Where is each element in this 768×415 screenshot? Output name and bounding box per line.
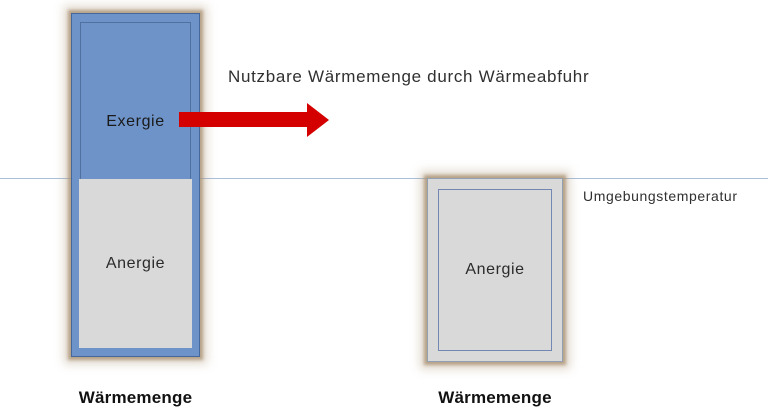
left-bar-caption: Wärmemenge	[78, 388, 193, 407]
exergie-section-label: Exergie	[106, 113, 165, 130]
ambient-temperature-line	[0, 178, 768, 179]
heat-quantity-box-remaining: Anergie	[427, 178, 563, 362]
right-box-caption: Wärmemenge	[438, 388, 552, 407]
anergie-section-label: Anergie	[105, 254, 166, 272]
box-inner-outline	[438, 189, 552, 351]
ambient-temperature-label: Umgebungstemperatur	[583, 188, 738, 204]
heat-quantity-bar-initial: Exergie Anergie	[71, 13, 200, 357]
anergie-box-label: Anergie	[465, 261, 525, 278]
anergie-section: Anergie	[79, 179, 192, 348]
heat-removal-caption: Nutzbare Wärmemenge durch Wärmeabfuhr	[228, 67, 590, 86]
heat-removal-arrow-head	[307, 103, 329, 137]
heat-removal-arrow-shaft	[179, 112, 308, 127]
